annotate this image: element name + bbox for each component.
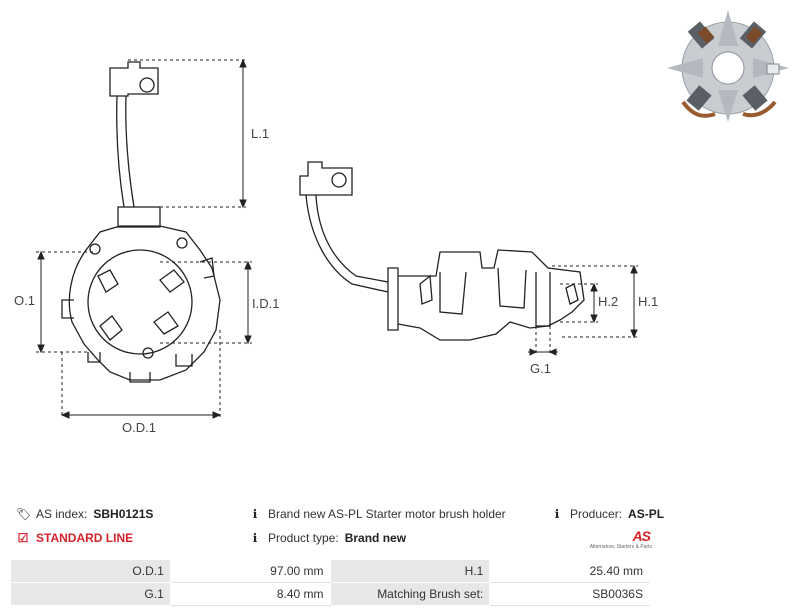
spec-key: O.D.1	[10, 559, 171, 583]
dim-label-id1: I.D.1	[252, 296, 279, 311]
logo-mark: AS	[632, 528, 651, 544]
producer-value: AS-PL	[628, 507, 665, 521]
info-icon: ℹ	[252, 507, 258, 521]
spec-key: G.1	[10, 582, 171, 606]
dim-label-h2: H.2	[598, 294, 618, 309]
dim-label-h1: H.1	[638, 294, 658, 309]
as-index-label: AS index:	[36, 507, 88, 521]
info-icon: ℹ	[252, 531, 258, 545]
spec-key: H.1	[329, 559, 491, 583]
producer-row: ℹ Producer: AS-PL	[550, 507, 664, 521]
product-photo	[667, 10, 789, 122]
product-type-row: ℹ Product type: Brand new	[248, 531, 406, 545]
table-row: G.1 8.40 mm Matching Brush set: SB0036S	[10, 582, 650, 606]
info-icon: ℹ	[554, 507, 560, 521]
dim-label-g1: G.1	[530, 361, 551, 376]
producer-label: Producer:	[570, 507, 623, 521]
spec-value: 8.40 mm	[169, 582, 331, 606]
dim-label-od1: O.D.1	[122, 420, 156, 435]
dim-label-o1: O.1	[14, 293, 35, 308]
spec-value: 97.00 mm	[169, 559, 331, 583]
spec-value: 25.40 mm	[489, 559, 650, 583]
checkbox-icon: ☑	[17, 531, 29, 545]
standard-line-row: ☑ STANDARD LINE	[16, 531, 134, 545]
as-index-row: 🏷︎ AS index: SBH0121S	[16, 507, 153, 521]
product-type-label: Product type:	[268, 531, 339, 545]
standard-line-label: STANDARD LINE	[36, 531, 134, 545]
tag-icon: 🏷︎	[16, 507, 32, 521]
spec-value: SB0036S	[489, 582, 650, 606]
table-row: O.D.1 97.00 mm H.1 25.40 mm	[10, 559, 650, 583]
as-index-value: SBH0121S	[93, 507, 154, 521]
description-row: ℹ Brand new AS-PL Starter motor brush ho…	[248, 507, 506, 521]
logo-tagline: Alternators, Starters & Parts	[589, 544, 652, 550]
product-type-value: Brand new	[344, 531, 407, 545]
brand-logo: AS Alternators, Starters & Parts	[588, 528, 652, 552]
technical-drawing: L.1 O.1 I.D.1 O.D.1 H.2 H.1 G.1	[14, 58, 658, 435]
dim-label-l1: L.1	[251, 126, 269, 141]
product-description: Brand new AS-PL Starter motor brush hold…	[268, 507, 506, 521]
spec-table: O.D.1 97.00 mm H.1 25.40 mm G.1 8.40 mm …	[10, 559, 650, 606]
spec-key: Matching Brush set:	[329, 582, 491, 606]
